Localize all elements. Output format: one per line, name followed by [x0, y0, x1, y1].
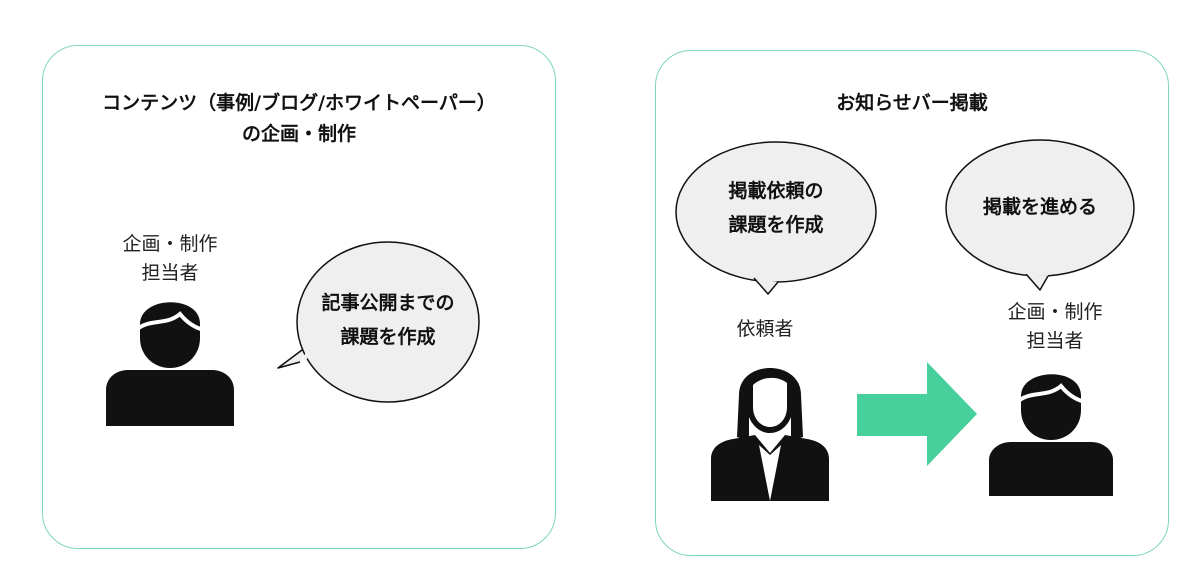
- left-title-line2: の企画・制作: [241, 123, 356, 145]
- planner-label: 企画・制作 担当者: [90, 230, 250, 288]
- left-speech-bubble: [277, 241, 480, 403]
- planner-label-line2: 担当者: [141, 262, 199, 284]
- planner-speech-bubble: [945, 139, 1135, 291]
- female-person-icon: [711, 368, 829, 501]
- requester-bubble-text: 掲載依頼の 課題を作成: [690, 174, 862, 242]
- left-title-line1: コンテンツ（事例/ブログ/ホワイトペーパー）: [102, 92, 496, 114]
- requester-label: 依頼者: [736, 318, 794, 340]
- male-person-icon: [989, 374, 1113, 496]
- right-planner-label-line1: 企画・制作: [1007, 301, 1103, 323]
- male-person-icon: [106, 302, 234, 426]
- right-planner-label: 企画・制作 担当者: [985, 298, 1125, 356]
- right-planner-label-line2: 担当者: [1026, 330, 1084, 352]
- right-panel-title: お知らせバー掲載: [836, 92, 988, 114]
- arrow-right-icon: [857, 362, 977, 466]
- requester-bubble-line2: 課題を作成: [728, 214, 824, 236]
- requester-speech-bubble: [675, 141, 877, 295]
- planner-label-line1: 企画・制作: [122, 233, 218, 255]
- planner-bubble-text: 掲載を進める: [982, 196, 1097, 218]
- left-bubble-line1: 記事公開までの: [321, 292, 455, 314]
- left-bubble-text: 記事公開までの 課題を作成: [296, 286, 480, 354]
- left-bubble-line2: 課題を作成: [340, 326, 436, 348]
- requester-bubble-line1: 掲載依頼の: [728, 180, 824, 202]
- left-panel-title: コンテンツ（事例/ブログ/ホワイトペーパー） の企画・制作: [42, 88, 556, 150]
